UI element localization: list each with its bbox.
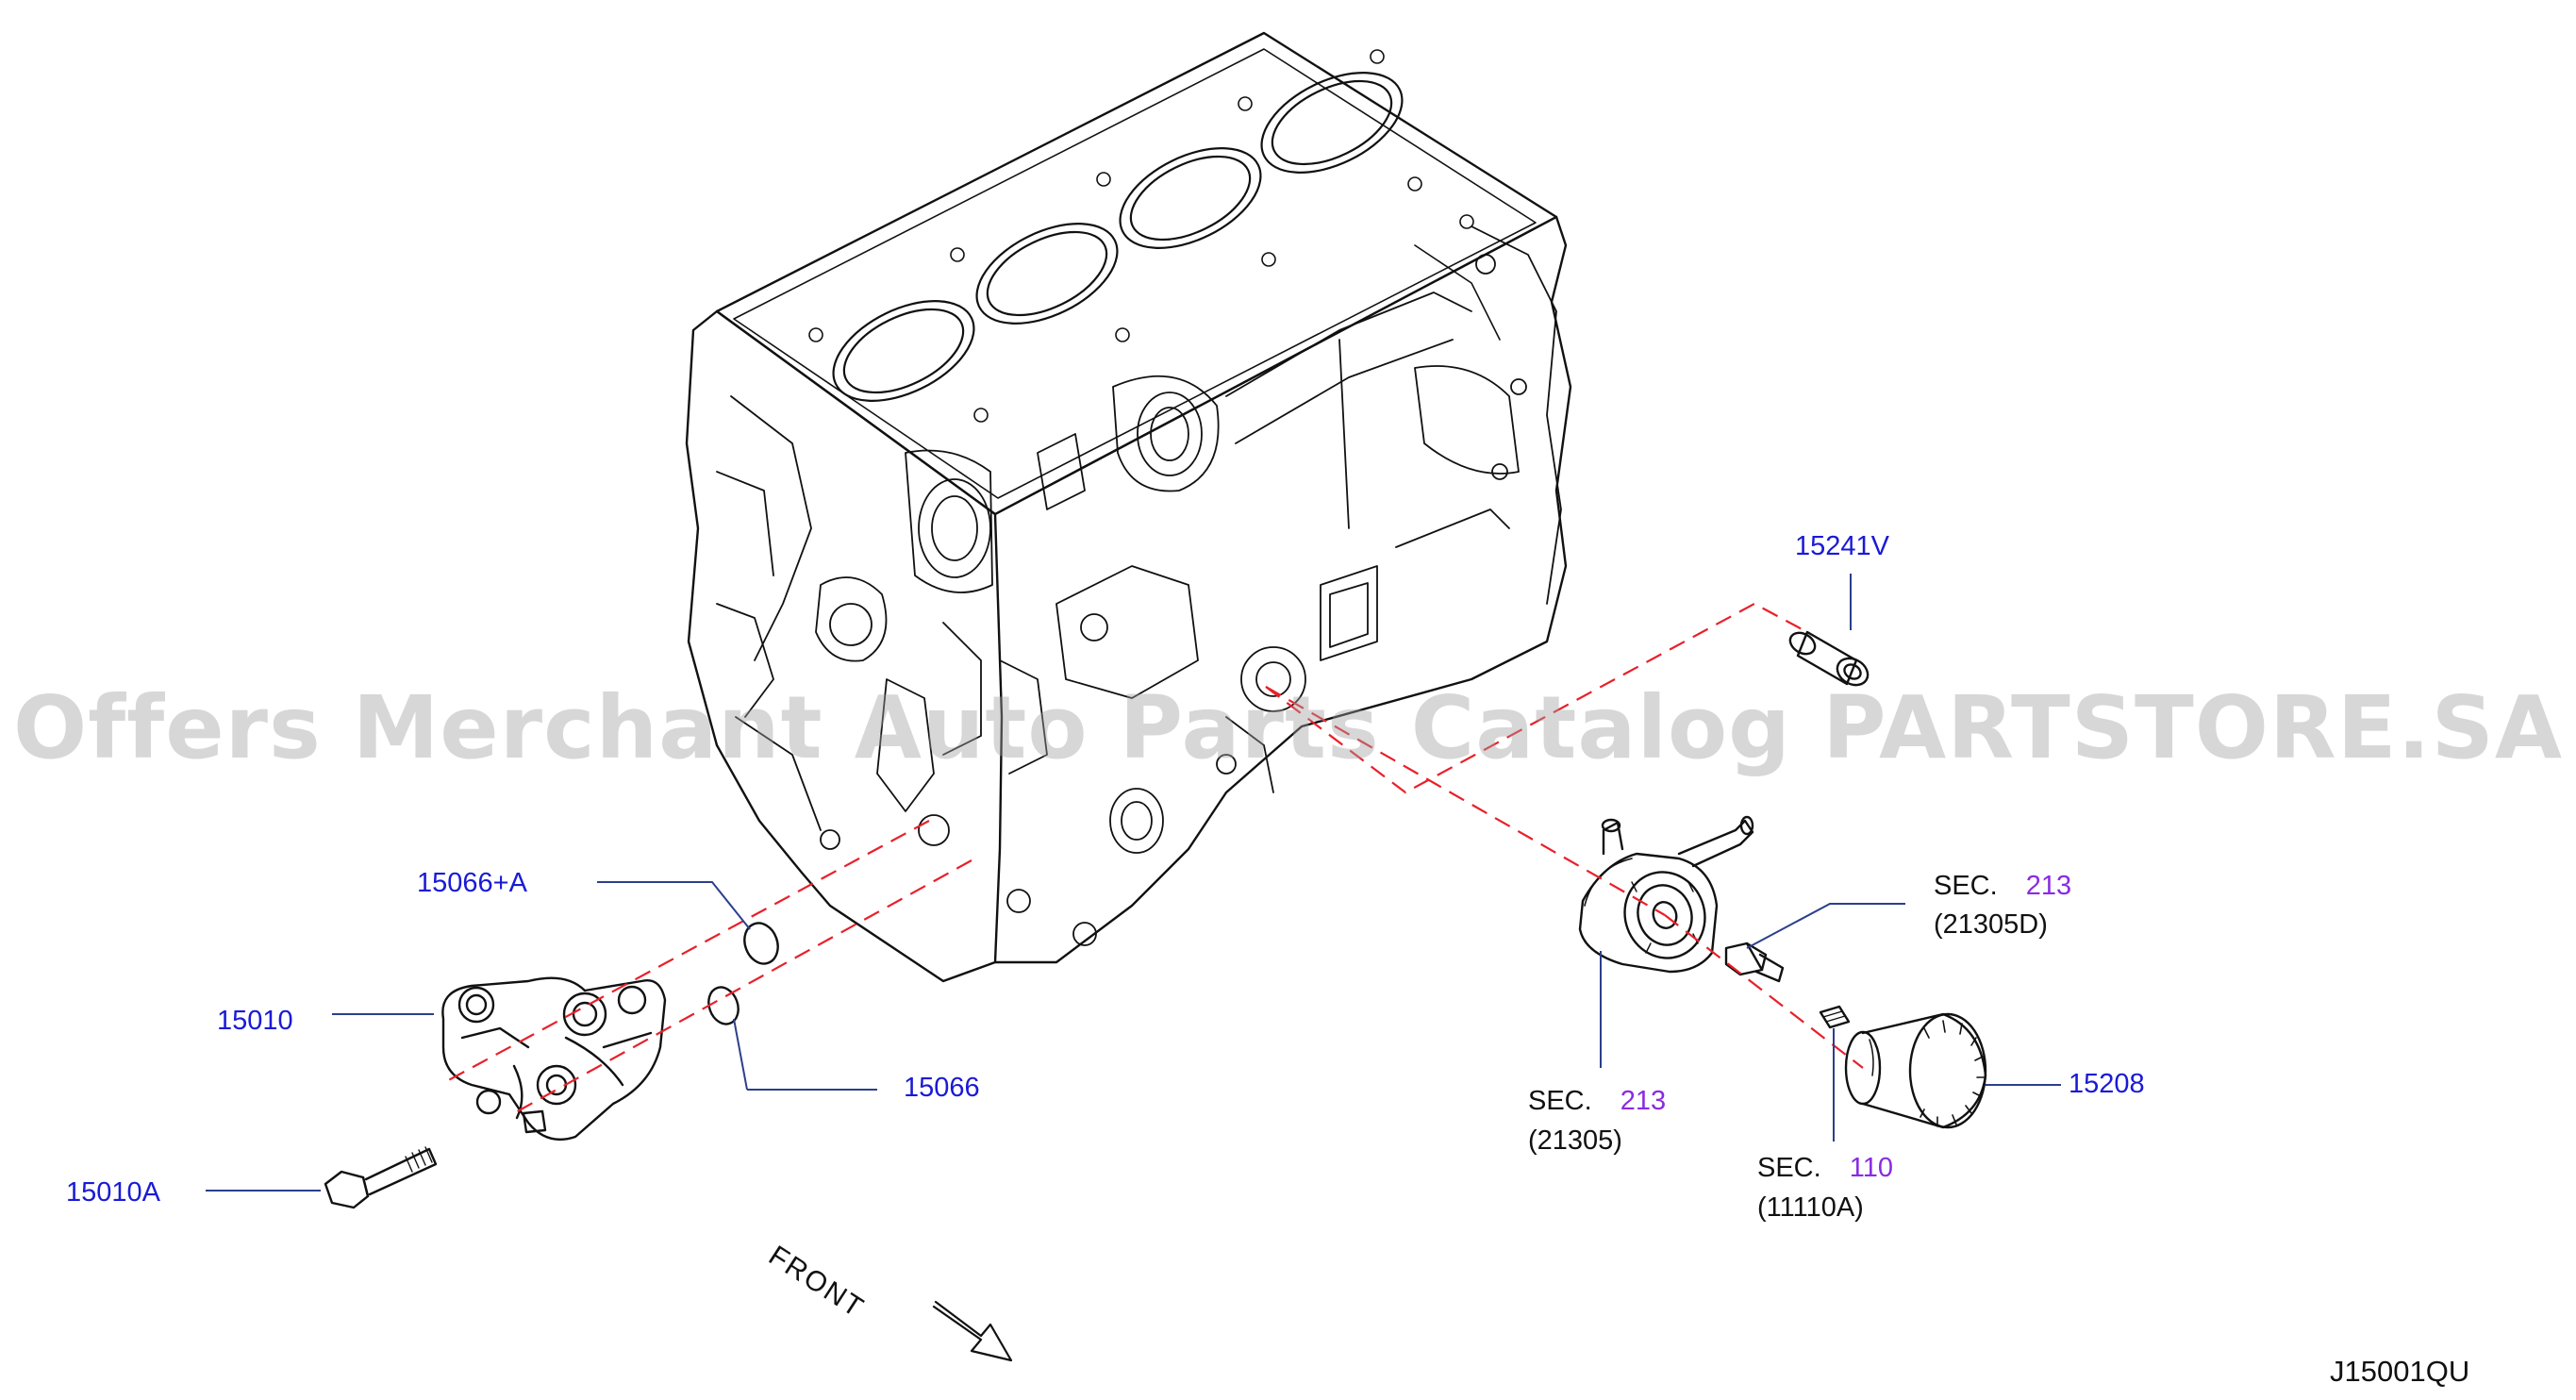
oil-filter-15208 xyxy=(1844,1012,1987,1129)
diagram-code: J15001QU xyxy=(2330,1355,2470,1388)
stud-11110a xyxy=(1819,1005,1851,1029)
o-ring-15066 xyxy=(707,986,740,1025)
section-subcode-11110a: (11110A) xyxy=(1757,1192,1864,1223)
part-label-15010[interactable]: 15010 xyxy=(217,1006,293,1036)
section-number: 213 xyxy=(2025,871,2072,901)
part-label-15066a[interactable]: 15066+A xyxy=(417,868,527,898)
water-pump-15010 xyxy=(441,976,667,1142)
section-link-213-21305d[interactable]: SEC. 213 xyxy=(1934,873,2071,900)
section-prefix: SEC. xyxy=(1934,871,1998,901)
guide-lines xyxy=(442,602,1864,1114)
leader-lines xyxy=(206,574,2061,1192)
oil-cooler-21305 xyxy=(1578,815,1754,974)
plug-15241v xyxy=(1788,630,1870,687)
part-label-15010a[interactable]: 15010A xyxy=(66,1177,160,1208)
section-subcode-21305: (21305) xyxy=(1528,1125,1622,1156)
section-number: 213 xyxy=(1620,1086,1667,1116)
section-prefix: SEC. xyxy=(1757,1153,1821,1183)
section-link-213-21305[interactable]: SEC. 213 xyxy=(1528,1088,1666,1115)
section-prefix: SEC. xyxy=(1528,1086,1592,1116)
bolt-15010a xyxy=(324,1146,438,1209)
section-link-110-11110a[interactable]: SEC. 110 xyxy=(1757,1155,1893,1182)
section-subcode-21305d: (21305D) xyxy=(1934,909,2048,940)
section-number: 110 xyxy=(1849,1153,1893,1183)
part-label-15241v[interactable]: 15241V xyxy=(1795,531,1889,561)
front-arrow xyxy=(932,1300,1013,1362)
part-label-15208[interactable]: 15208 xyxy=(2069,1069,2145,1099)
engine-block xyxy=(685,31,1572,983)
watermark: Offers Merchant Auto Parts Catalog PARTS… xyxy=(12,677,2564,778)
part-label-15066[interactable]: 15066 xyxy=(904,1073,980,1103)
o-ring-15066a xyxy=(743,922,779,965)
connector-21305d xyxy=(1724,942,1785,983)
